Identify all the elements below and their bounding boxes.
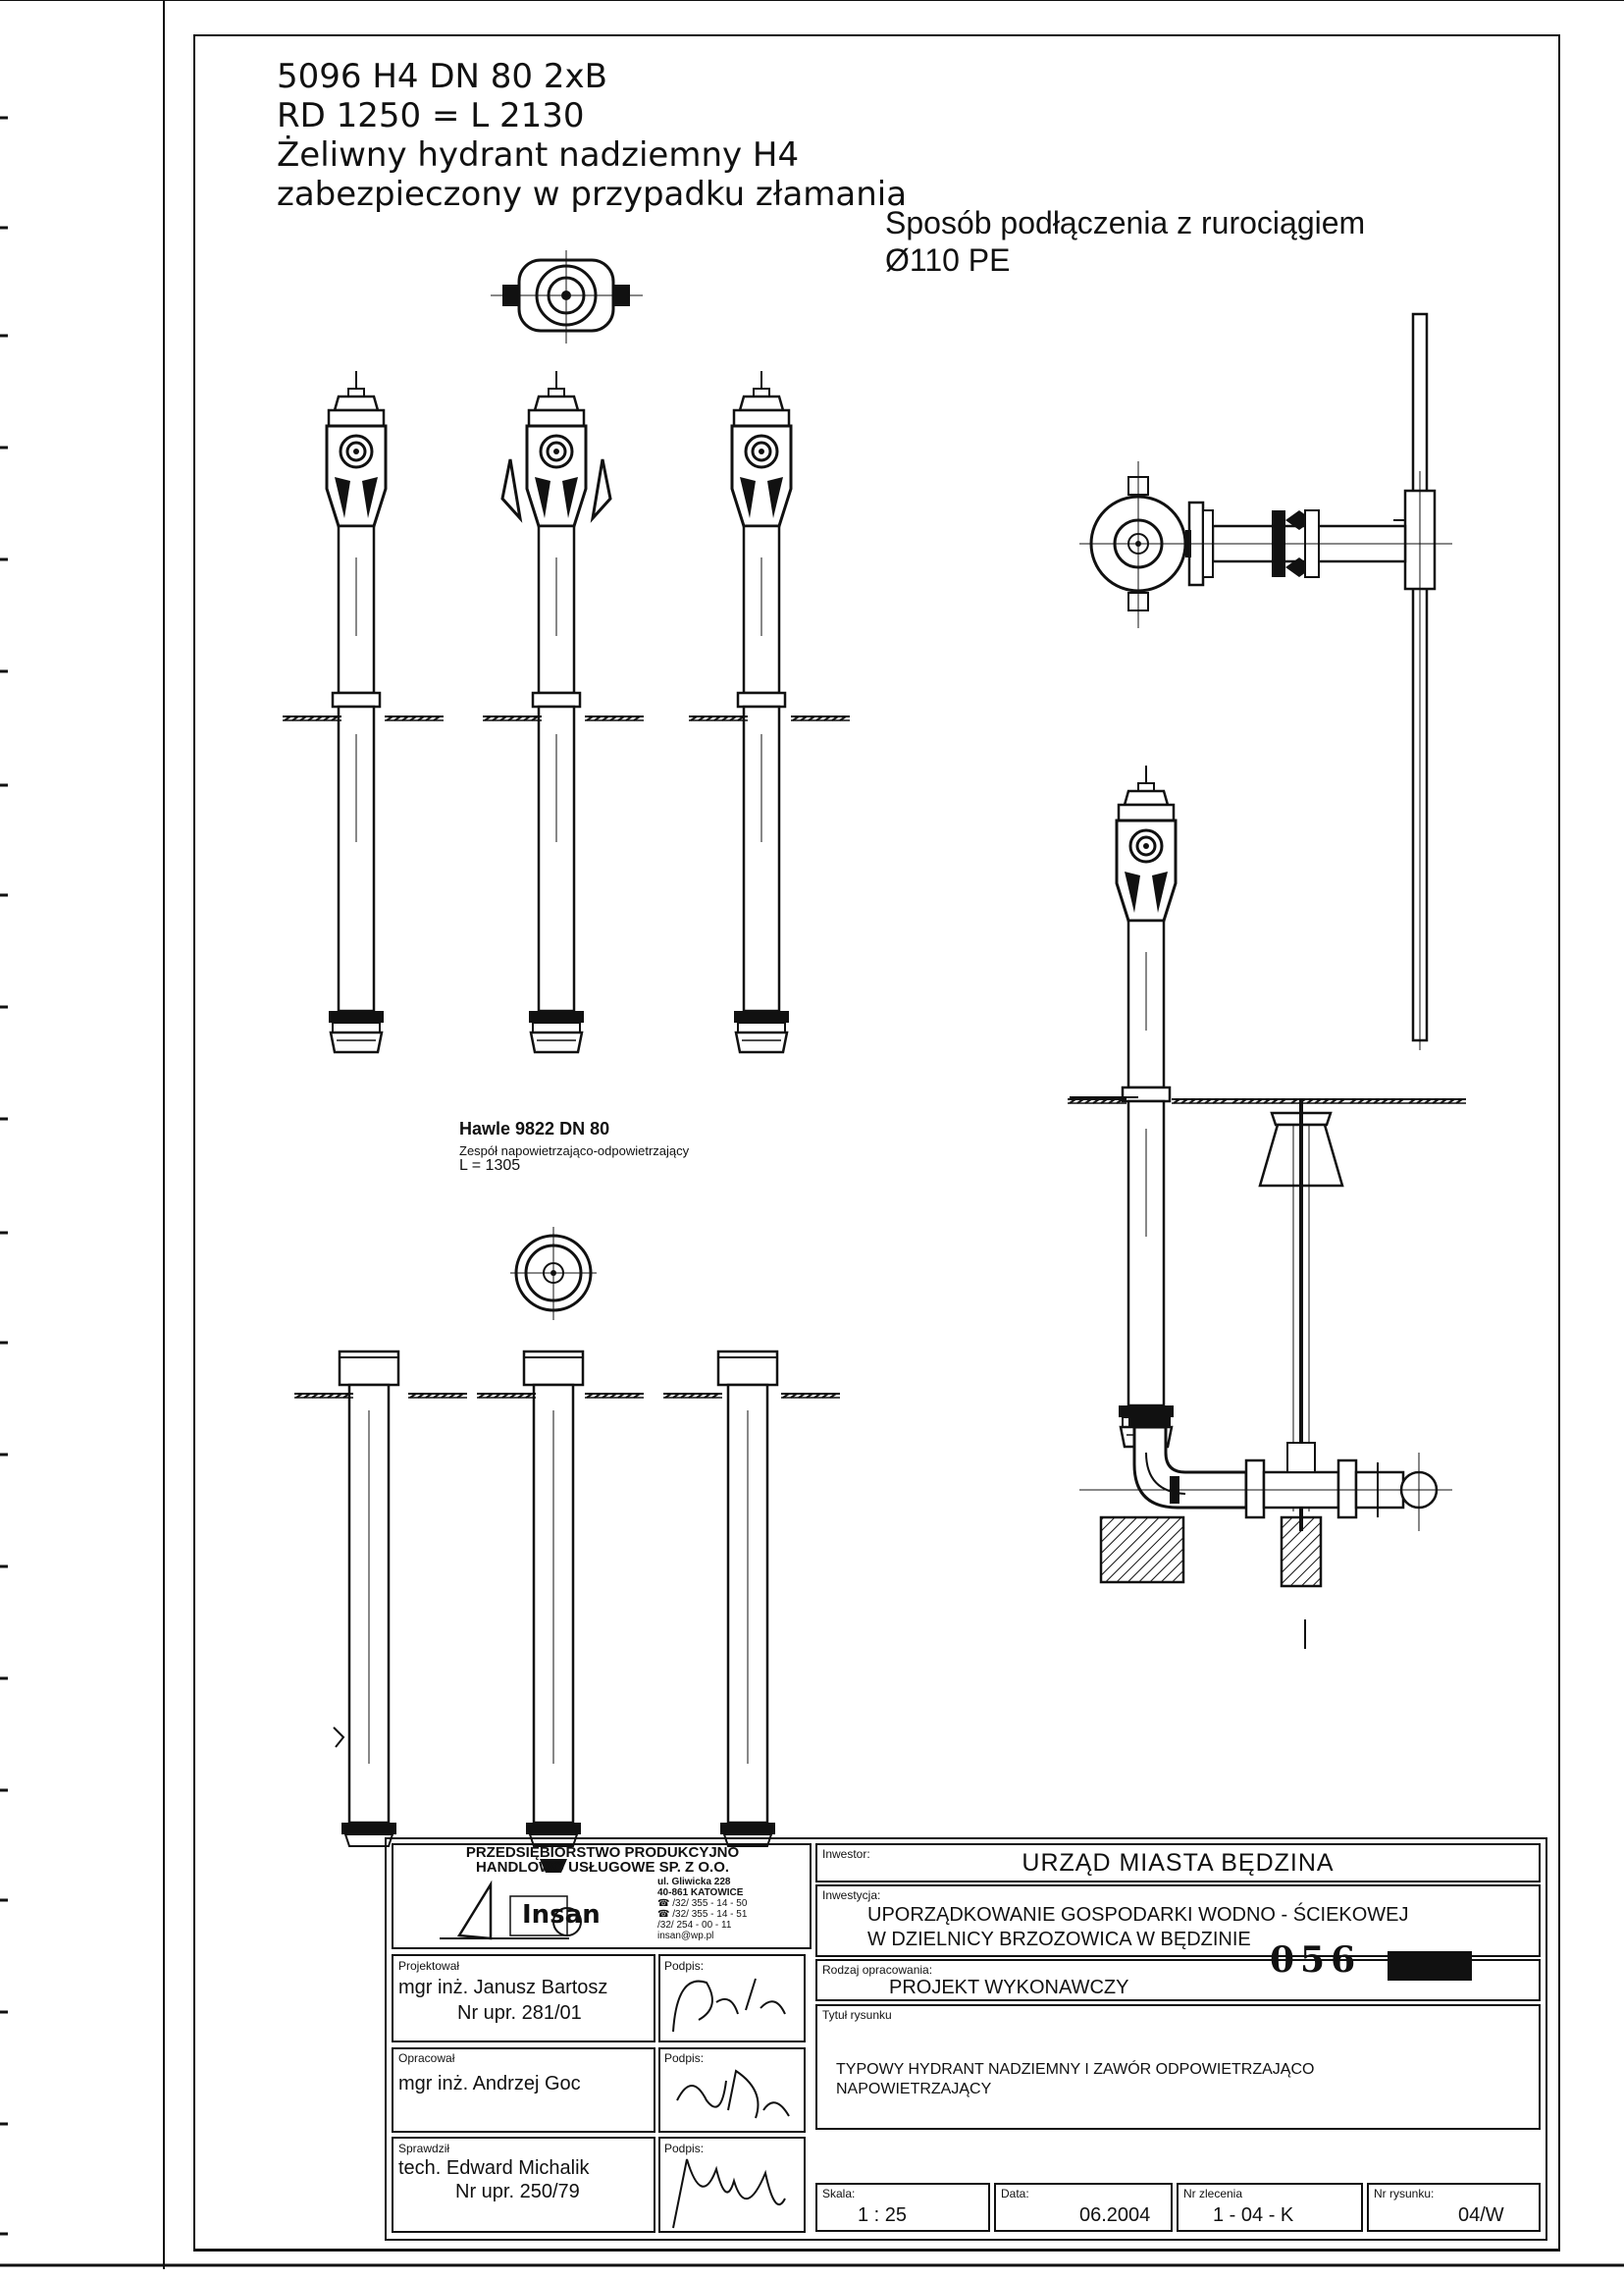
- projektowal-licence: Nr upr. 281/01: [457, 2002, 582, 2024]
- projektowal-label: Projektował: [398, 1959, 460, 1973]
- header-line-4: zabezpieczony w przypadku złamania: [277, 175, 908, 214]
- tytul-line-2: NAPOWIETRZAJĄCY: [836, 2081, 992, 2097]
- sprawdzil-label: Sprawdził: [398, 2142, 450, 2155]
- hydrant-elevation-1: [325, 369, 388, 1054]
- signatures: [672, 1978, 790, 2229]
- company-logo: [440, 1880, 582, 1940]
- inwestor-label: Inwestor:: [822, 1847, 870, 1861]
- header-line-3: Żeliwny hydrant nadziemny H4: [277, 135, 800, 175]
- podpis-label-3: Podpis:: [664, 2142, 705, 2155]
- header-line-2: RD 1250 = L 2130: [277, 96, 585, 135]
- connection-plan-view: [1079, 312, 1452, 1050]
- inwestycja-label: Inwestycja:: [822, 1888, 881, 1902]
- skala-value: 1 : 25: [858, 2204, 908, 2226]
- data-label: Data:: [1001, 2187, 1029, 2200]
- hydrant-plan-view: [491, 250, 643, 344]
- inwestycja-line-2: W DZIELNICY BRZOZOWICA W BĘDZINIE: [867, 1929, 1251, 1950]
- hydrant-elevation-3: [730, 369, 793, 1054]
- inwestycja-line-1: UPORZĄDKOWANIE GOSPODARKI WODNO - ŚCIEKO…: [867, 1904, 1409, 1926]
- rodzaj-value: PROJEKT WYKONAWCZY: [889, 1977, 1129, 1998]
- valve-plan-view: [510, 1227, 597, 1320]
- podpis-label-1: Podpis:: [664, 1959, 705, 1973]
- valve-elevation-1: [293, 1350, 468, 1848]
- rysunek-value: 04/W: [1458, 2204, 1504, 2226]
- projektowal-name: mgr inż. Janusz Bartosz: [398, 1977, 608, 1998]
- connection-title: Sposób podłączenia z rurociągiem: [885, 205, 1366, 240]
- valve-elevation-2: [476, 1350, 645, 1873]
- opracowal-name: mgr inż. Andrzej Goc: [398, 2073, 581, 2094]
- rysunek-label: Nr rysunku:: [1374, 2187, 1435, 2200]
- stamp-number: 056: [1270, 1939, 1362, 1981]
- valve-description: Zespół napowietrzająco-odpowietrzający: [459, 1143, 690, 1158]
- tytul-line-1: TYPOWY HYDRANT NADZIEMNY I ZAWÓR ODPOWIE…: [836, 2061, 1315, 2078]
- company-fax: /32/ 254 - 00 - 11: [657, 1920, 732, 1931]
- company-logo-text: Insan: [522, 1900, 601, 1930]
- zlecenie-value: 1 - 04 - K: [1213, 2204, 1294, 2226]
- title-block-grid: [385, 1837, 1547, 2241]
- valve-title: Hawle 9822 DN 80: [459, 1119, 610, 1139]
- stamp-redaction: [1388, 1951, 1472, 1981]
- opracowal-label: Opracował: [398, 2051, 455, 2065]
- rodzaj-label: Rodzaj opracowania:: [822, 1963, 933, 1977]
- company-name-2: HANDLOWO USŁUGOWE SP. Z O.O.: [475, 1859, 730, 1876]
- inwestor-value: URZĄD MIASTA BĘDZINA: [1022, 1849, 1335, 1877]
- skala-label: Skala:: [822, 2187, 856, 2200]
- podpis-label-2: Podpis:: [664, 2051, 705, 2065]
- tytul-label: Tytuł rysunku: [822, 2008, 892, 2022]
- company-name-1: PRZEDSIĘBIORSTWO PRODUKCYJNO: [465, 1844, 740, 1861]
- company-phone-2: ☎ /32/ 355 - 14 - 51: [657, 1909, 748, 1920]
- sprawdzil-name: tech. Edward Michalik: [398, 2157, 590, 2179]
- connection-pipe: Ø110 PE: [885, 242, 1011, 278]
- sprawdzil-licence: Nr upr. 250/79: [455, 2181, 580, 2202]
- company-phone-1: ☎ /32/ 355 - 14 - 50: [657, 1898, 748, 1909]
- company-city: 40-861 KATOWICE: [657, 1887, 744, 1898]
- connection-elevation-view: [1067, 764, 1467, 1649]
- company-street: ul. Gliwicka 228: [657, 1877, 731, 1887]
- header-line-1: 5096 H4 DN 80 2xB: [277, 57, 607, 96]
- hydrant-elevation-2: [500, 369, 612, 1054]
- valve-elevation-3: [662, 1350, 841, 1848]
- data-value: 06.2004: [1079, 2204, 1151, 2226]
- valve-length: L = 1305: [459, 1157, 521, 1174]
- zlecenie-label: Nr zlecenia: [1183, 2187, 1243, 2200]
- company-email: insan@wp.pl: [657, 1931, 714, 1941]
